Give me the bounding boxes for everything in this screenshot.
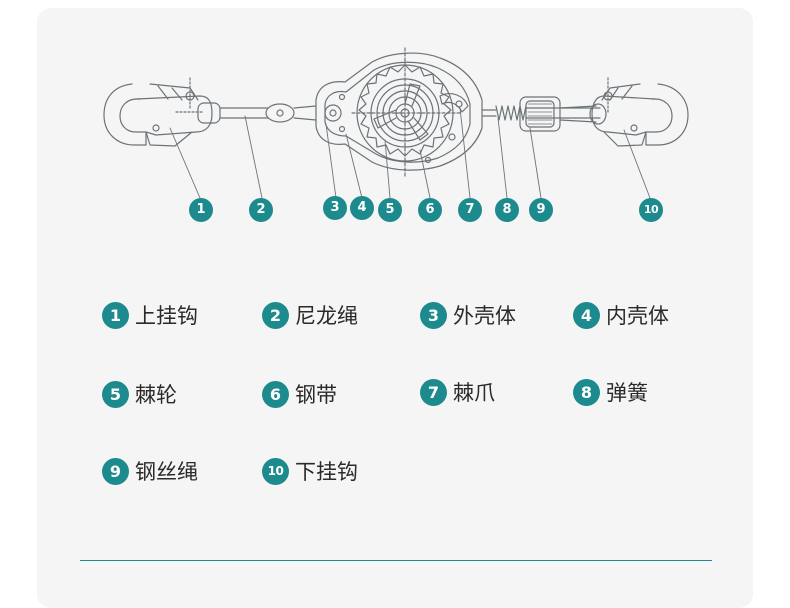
device-diagram: [103, 47, 689, 199]
legend-number: 7: [420, 378, 447, 406]
callout-7: 7: [458, 198, 482, 222]
callout-9: 9: [529, 198, 553, 222]
legend-label: 上挂钩: [135, 304, 198, 328]
legend-item-4: 4 内壳体: [573, 301, 669, 329]
legend-item-5: 5 棘轮: [102, 380, 177, 408]
legend-number: 2: [262, 301, 289, 329]
legend-label: 下挂钩: [295, 460, 358, 484]
upper-hook-drawing: [103, 77, 213, 147]
legend-label: 棘轮: [135, 383, 177, 407]
legend-label: 尼龙绳: [295, 304, 358, 328]
callout-3: 3: [323, 196, 347, 220]
legend-item-7: 7 棘爪: [420, 378, 495, 406]
callout-4: 4: [350, 196, 374, 220]
legend-label: 外壳体: [453, 304, 516, 328]
callout-1: 1: [189, 198, 213, 222]
legend-number: 8: [573, 378, 600, 406]
callout-5: 5: [378, 198, 402, 222]
legend-item-10: 10 下挂钩: [262, 457, 358, 485]
housing-drawing: [315, 47, 483, 179]
legend-label: 钢带: [295, 383, 337, 407]
callout-6: 6: [418, 198, 442, 222]
legend-number: 4: [573, 301, 600, 329]
legend-label: 钢丝绳: [135, 460, 198, 484]
legend-item-8: 8 弹簧: [573, 378, 648, 406]
bottom-divider: [80, 560, 712, 561]
legend-label: 棘爪: [453, 381, 495, 405]
legend-item-3: 3 外壳体: [420, 301, 516, 329]
legend-item-9: 9 钢丝绳: [102, 457, 198, 485]
legend-label: 弹簧: [606, 381, 648, 405]
legend-number: 3: [420, 301, 447, 329]
callout-2: 2: [249, 198, 273, 222]
legend-number: 6: [262, 380, 289, 408]
legend-number: 9: [102, 457, 129, 485]
legend-number: 5: [102, 380, 129, 408]
callout-10: 10: [639, 198, 663, 222]
legend-label: 内壳体: [606, 304, 669, 328]
legend-item-6: 6 钢带: [262, 380, 337, 408]
callout-8: 8: [495, 198, 519, 222]
content-card: [37, 8, 753, 608]
legend-item-2: 2 尼龙绳: [262, 301, 358, 329]
legend-number: 10: [262, 457, 289, 485]
legend-number: 1: [102, 301, 129, 329]
legend-item-1: 1 上挂钩: [102, 301, 198, 329]
